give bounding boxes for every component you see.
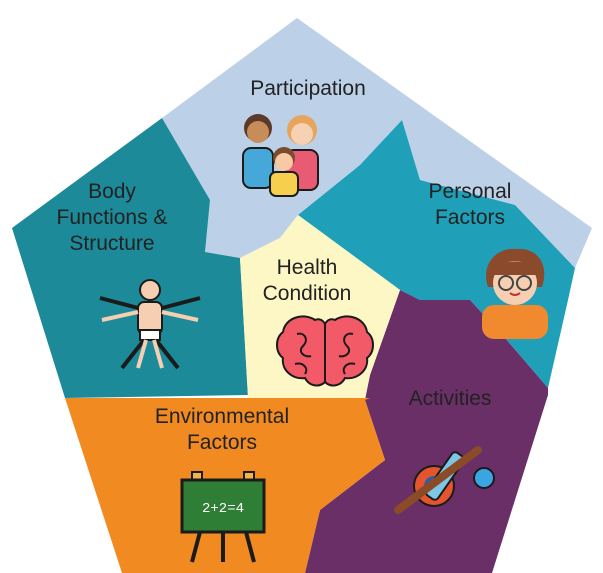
label-line: Activities: [409, 387, 492, 410]
label-line: Structure: [69, 232, 154, 255]
boy-with-glasses-icon: [482, 248, 548, 339]
label-line: Personal: [429, 180, 512, 203]
label-line: Condition: [263, 282, 352, 305]
chalkboard-icon: 2+2=4: [180, 471, 266, 563]
label-line: Health: [277, 256, 338, 279]
label-participation: Participation: [250, 77, 366, 100]
label-line: Factors: [187, 431, 257, 454]
guitar-and-bat-icon: [394, 446, 495, 514]
family-icon: [242, 114, 319, 197]
label-line: Participation: [250, 77, 366, 100]
label-activities: Activities: [409, 387, 492, 410]
vitruvian-man-icon: [99, 279, 201, 370]
label-line: Environmental: [155, 405, 289, 428]
segment-body-functions: [12, 118, 248, 398]
label-line: Body: [88, 180, 136, 203]
label-line: Functions &: [57, 206, 168, 229]
chalkboard-text: 2+2=4: [202, 501, 244, 517]
label-line: Factors: [435, 206, 505, 229]
segment-participation: [162, 18, 592, 268]
segment-activities: [305, 290, 548, 573]
brain-icon: [276, 315, 374, 387]
